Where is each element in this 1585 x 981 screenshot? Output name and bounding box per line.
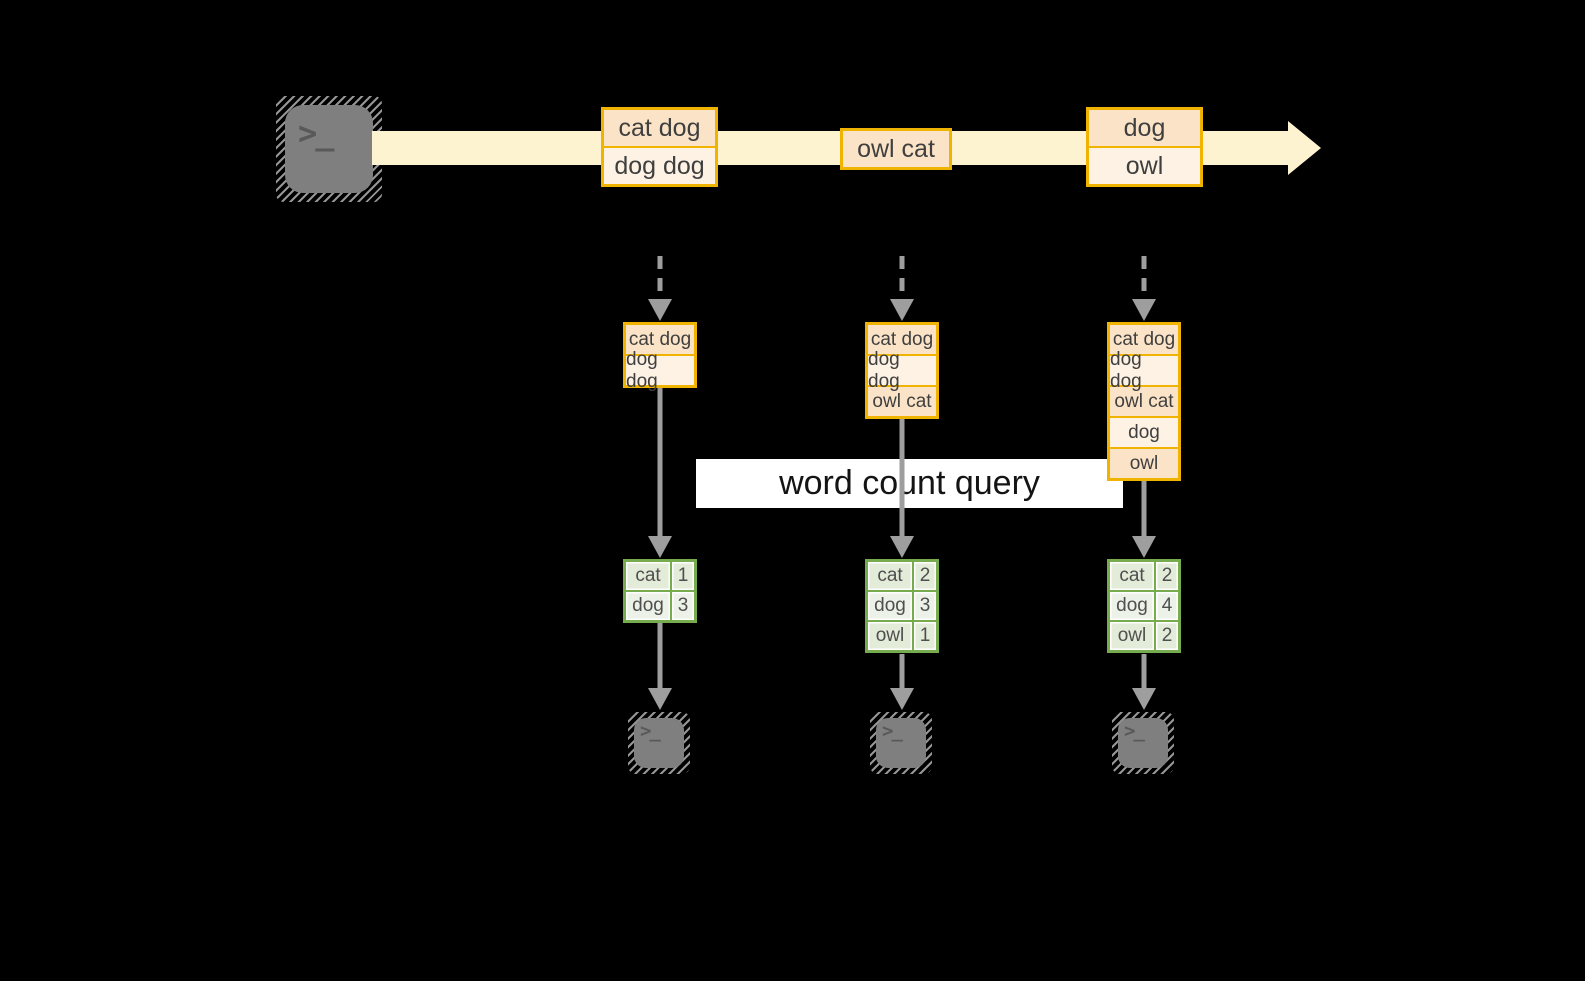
table-word-cell: dog — [1110, 592, 1154, 620]
query-arrow-3 — [1132, 481, 1156, 558]
terminal-body — [634, 718, 684, 768]
table-count-cell: 3 — [914, 592, 936, 620]
terminal-body — [876, 718, 926, 768]
stream-event-row: dog dog — [604, 146, 715, 184]
count-table-2: cat 2 dog 3 owl 1 — [865, 559, 939, 653]
terminal-prompt-icon: >_ — [882, 720, 903, 742]
table-count-cell: 2 — [914, 562, 936, 590]
table-count-cell: 1 — [672, 562, 694, 590]
table-count-cell: 1 — [914, 622, 936, 650]
terminal-prompt-icon: >_ — [298, 114, 335, 152]
stream-event-row: dog — [1089, 110, 1200, 146]
sink-terminal-icon-1: >_ — [628, 712, 690, 774]
table-word-cell: cat — [626, 562, 670, 590]
stream-event-row: cat dog — [604, 110, 715, 146]
sink-arrow-3 — [1132, 654, 1156, 710]
stack-row: cat dog — [868, 325, 936, 354]
stream-arrowhead-icon — [1288, 121, 1321, 175]
table-word-cell: dog — [868, 592, 912, 620]
word-count-query-label: word count query — [696, 459, 1123, 508]
table-word-cell: dog — [626, 592, 670, 620]
stack-row: dog dog — [1110, 349, 1178, 392]
count-table-3: cat 2 dog 4 owl 2 — [1107, 559, 1181, 653]
source-terminal-icon: >_ — [276, 96, 382, 202]
table-count-cell: 2 — [1156, 562, 1178, 590]
stack-row: cat dog — [626, 325, 694, 354]
stack-row: cat dog — [1110, 325, 1178, 354]
count-table-1: cat 1 dog 3 — [623, 559, 697, 623]
table-word-cell: cat — [868, 562, 912, 590]
stream-event-box-1: cat dog dog dog — [601, 107, 718, 187]
table-count-cell: 3 — [672, 592, 694, 620]
table-count-cell: 4 — [1156, 592, 1178, 620]
sink-terminal-icon-3: >_ — [1112, 712, 1174, 774]
stream-event-row: owl — [1089, 146, 1200, 184]
dashed-arrow-3 — [1132, 256, 1156, 321]
table-word-cell: cat — [1110, 562, 1154, 590]
terminal-prompt-icon: >_ — [640, 720, 661, 742]
stack-row: owl — [1110, 447, 1178, 478]
ingest-stack-1: cat dog dog dog — [623, 322, 697, 392]
terminal-prompt-icon: >_ — [1124, 720, 1145, 742]
ingest-stack-2: cat dog dog dog owl cat — [865, 322, 939, 419]
stack-row: dog — [1110, 416, 1178, 447]
sink-arrow-1 — [648, 623, 672, 710]
stream-event-box-2: owl cat — [840, 128, 952, 170]
sink-arrow-2 — [890, 654, 914, 710]
stack-row: owl cat — [1110, 385, 1178, 416]
terminal-body — [1118, 718, 1168, 768]
stack-row: dog dog — [626, 349, 694, 392]
stack-row: dog dog — [868, 349, 936, 392]
terminal-body — [285, 105, 373, 193]
table-count-cell: 2 — [1156, 622, 1178, 650]
sink-terminal-icon-2: >_ — [870, 712, 932, 774]
table-word-cell: owl — [868, 622, 912, 650]
stack-row: owl cat — [868, 385, 936, 416]
ingest-stack-3: cat dog dog dog owl cat dog owl — [1107, 322, 1181, 481]
dashed-arrow-2 — [890, 256, 914, 321]
stream-event-row: owl cat — [843, 131, 949, 167]
table-word-cell: owl — [1110, 622, 1154, 650]
query-arrow-1 — [648, 386, 672, 558]
dashed-arrow-1 — [648, 256, 672, 321]
stream-event-box-3: dog owl — [1086, 107, 1203, 187]
